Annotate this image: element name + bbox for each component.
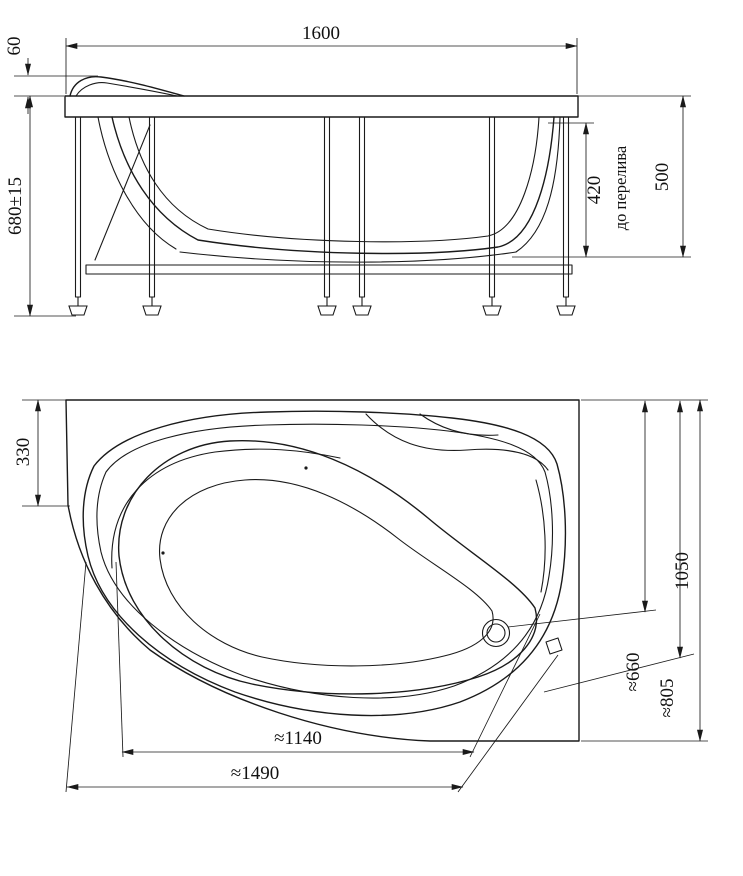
tub-shell-thickness-line bbox=[128, 116, 540, 243]
drain-outer bbox=[481, 618, 511, 648]
side-view-tub bbox=[64, 75, 579, 263]
frame-post bbox=[358, 116, 366, 298]
extension-line bbox=[65, 561, 87, 793]
dim-overflow-label: 420 bbox=[584, 176, 605, 205]
dim-width-label: 1050 bbox=[672, 552, 693, 590]
top-view: 330 1050 ≈660 ≈805 ≈1140 ≈1490 bbox=[13, 399, 708, 793]
extension-line bbox=[115, 561, 124, 758]
extension-line bbox=[507, 609, 657, 628]
dim-drain-offset-label: ≈660 bbox=[623, 653, 644, 692]
frame-bottom-rail bbox=[85, 264, 573, 275]
foot-pad bbox=[68, 305, 88, 316]
tub-inner-wall bbox=[111, 116, 555, 255]
frame-post bbox=[562, 116, 570, 298]
foot-pad bbox=[556, 305, 576, 316]
headrest-profile bbox=[69, 75, 185, 97]
foot-pad bbox=[352, 305, 372, 316]
headrest-inner-line bbox=[75, 82, 178, 97]
drain-inner bbox=[486, 623, 506, 643]
overflow-fitting bbox=[545, 637, 563, 655]
side-view: 1600 60 680±15 420 до перелива 500 bbox=[4, 23, 691, 317]
overflow-note-label: до перелива bbox=[611, 145, 630, 230]
rim-slab bbox=[64, 95, 579, 118]
side-view-frame bbox=[68, 116, 576, 316]
foot-pad bbox=[482, 305, 502, 316]
jet-dot bbox=[304, 466, 308, 470]
dim-length-label: ≈1490 bbox=[231, 763, 279, 784]
frame-post bbox=[74, 116, 82, 298]
dim-headrest-label: 60 bbox=[4, 37, 25, 56]
frame-brace bbox=[94, 124, 151, 261]
extension-line bbox=[469, 613, 541, 758]
bowl-opening-contour bbox=[117, 439, 538, 695]
extension-line bbox=[543, 653, 695, 693]
corner-shelf-inner-line bbox=[419, 413, 499, 436]
tub-outer-wall-left bbox=[97, 116, 177, 250]
tub-outer-bottom bbox=[179, 251, 517, 263]
jet-dot bbox=[161, 551, 165, 555]
side-view-dimensions: 1600 60 680±15 420 до перелива 500 bbox=[4, 23, 691, 317]
corner-shelf-edge bbox=[365, 413, 549, 471]
foot-pad bbox=[317, 305, 337, 316]
bowl-bottom-contour bbox=[158, 479, 494, 667]
top-view-dimensions: 330 1050 ≈660 ≈805 ≈1140 ≈1490 bbox=[13, 399, 708, 793]
dim-depth-label: 500 bbox=[652, 163, 673, 192]
dim-inner-length-label: ≈1140 bbox=[274, 728, 322, 749]
rim-third-contour bbox=[111, 448, 341, 569]
frame-post bbox=[323, 116, 331, 298]
tub-outer-wall-right bbox=[515, 116, 561, 253]
dim-height-label: 680±15 bbox=[5, 177, 26, 235]
dim-inner-width-label: ≈805 bbox=[657, 679, 678, 718]
dim-overall-length-label: 1600 bbox=[302, 23, 340, 44]
frame-post bbox=[148, 116, 156, 298]
rim-outer-contour bbox=[82, 410, 567, 717]
enclosure-outline bbox=[65, 399, 580, 742]
frame-post bbox=[488, 116, 496, 298]
foot-pad bbox=[142, 305, 162, 316]
top-view-tub bbox=[65, 399, 580, 742]
dim-corner-label: 330 bbox=[13, 438, 34, 467]
extension-line bbox=[457, 654, 559, 793]
seat-step-line bbox=[535, 479, 546, 593]
